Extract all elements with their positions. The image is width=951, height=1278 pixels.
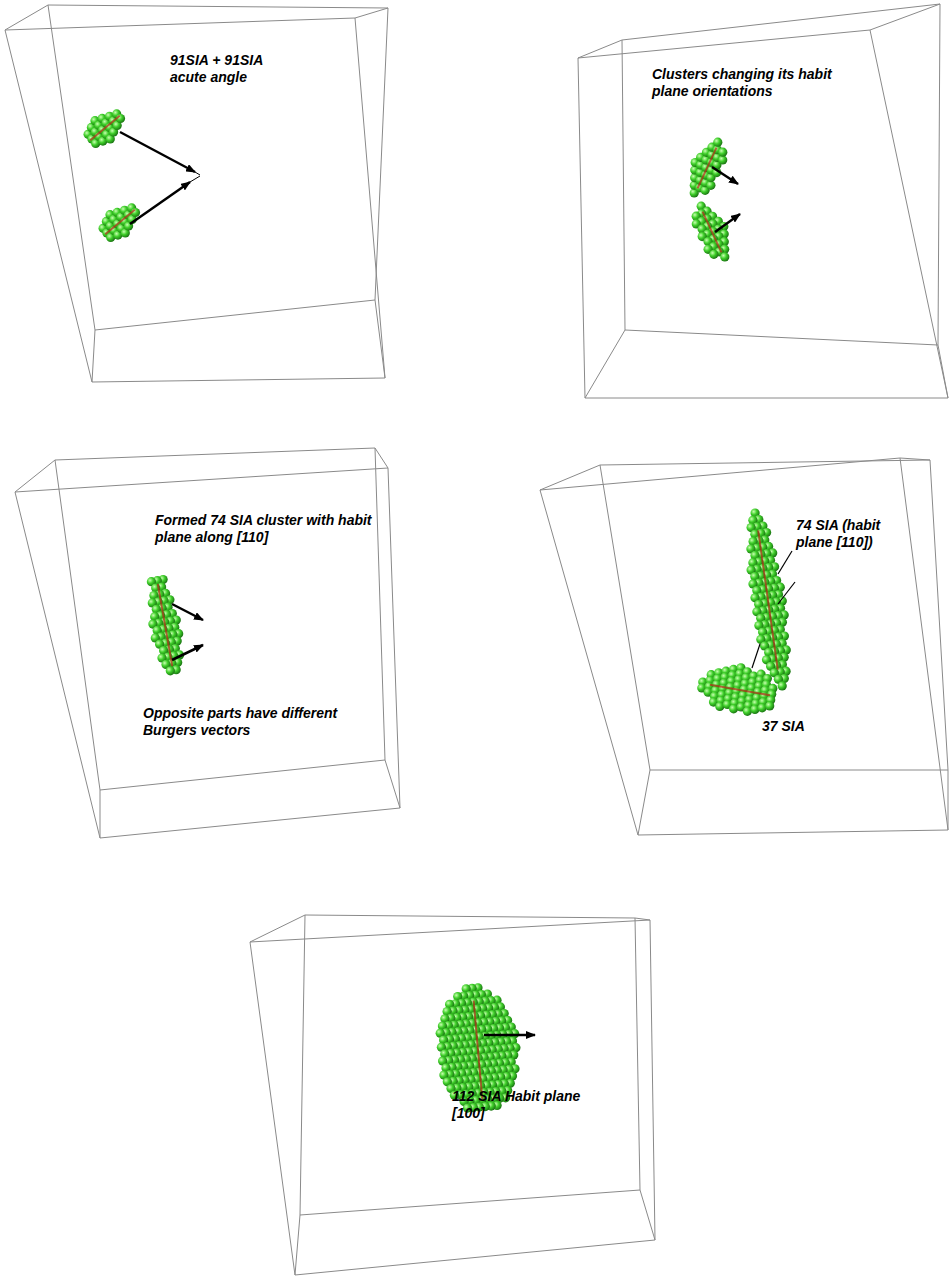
sia-cluster (692, 202, 730, 262)
atom (778, 681, 787, 690)
sia-cluster (84, 109, 126, 148)
box-face (48, 5, 388, 330)
box-face (15, 468, 400, 838)
box-edge (578, 40, 622, 58)
box-edge (540, 465, 600, 490)
atom (713, 138, 722, 147)
box-edge (375, 300, 385, 378)
box-face (250, 920, 655, 1275)
box-face (622, 4, 940, 345)
box-edge (938, 345, 948, 398)
sia-clusters (84, 109, 791, 1112)
box-edge (15, 460, 55, 492)
annotation-label: Opposite parts have different Burgers ve… (143, 705, 368, 739)
box-face (540, 458, 948, 835)
dislocation-core (703, 212, 722, 253)
box-edge (355, 8, 388, 18)
box-edge (250, 915, 305, 942)
box-edge (900, 458, 930, 460)
box-edge (870, 4, 940, 30)
annotation-label: Clusters changing its habit plane orient… (652, 66, 862, 100)
dislocation-core (710, 685, 770, 696)
atom (720, 252, 729, 261)
box-edge (92, 330, 95, 382)
box-edge (5, 5, 48, 30)
annotation-label: 74 SIA (habit plane [110]) (796, 517, 911, 551)
sia-cluster (690, 138, 728, 198)
box-edge (640, 1190, 655, 1240)
annotation-label: 112 SIA Habit plane [100] (452, 1088, 592, 1122)
dislocation-core (758, 530, 778, 669)
box-edge (385, 760, 400, 808)
box-face (5, 18, 385, 382)
burgers-arrows (120, 132, 740, 1035)
annotation-label: 37 SIA (762, 718, 842, 735)
sia-cluster (147, 575, 184, 675)
box-edge (295, 1215, 300, 1275)
dislocation-core (90, 116, 119, 141)
sia-cluster (746, 508, 791, 690)
box-edge (638, 770, 650, 835)
dislocation-core (474, 1001, 483, 1100)
annotation-label: Formed 74 SIA cluster with habit plane a… (155, 512, 395, 546)
box-face (600, 460, 948, 770)
leader-lines (752, 551, 795, 668)
atom (166, 666, 175, 675)
simulation-box (5, 4, 948, 1275)
dislocation-core (105, 210, 134, 235)
atom (718, 148, 727, 157)
box-edge (948, 770, 949, 830)
dislocation-core (158, 584, 172, 666)
atom (765, 701, 774, 710)
box-edge (585, 330, 625, 398)
box-edge (635, 918, 650, 920)
sia-cluster (697, 663, 777, 716)
box-edge (375, 448, 388, 468)
box-edge (100, 790, 101, 838)
box-face (300, 915, 640, 1215)
box-face (55, 448, 385, 790)
annotation-label: 91SIA + 91SIA acute angle (170, 52, 300, 86)
atom (709, 250, 718, 259)
